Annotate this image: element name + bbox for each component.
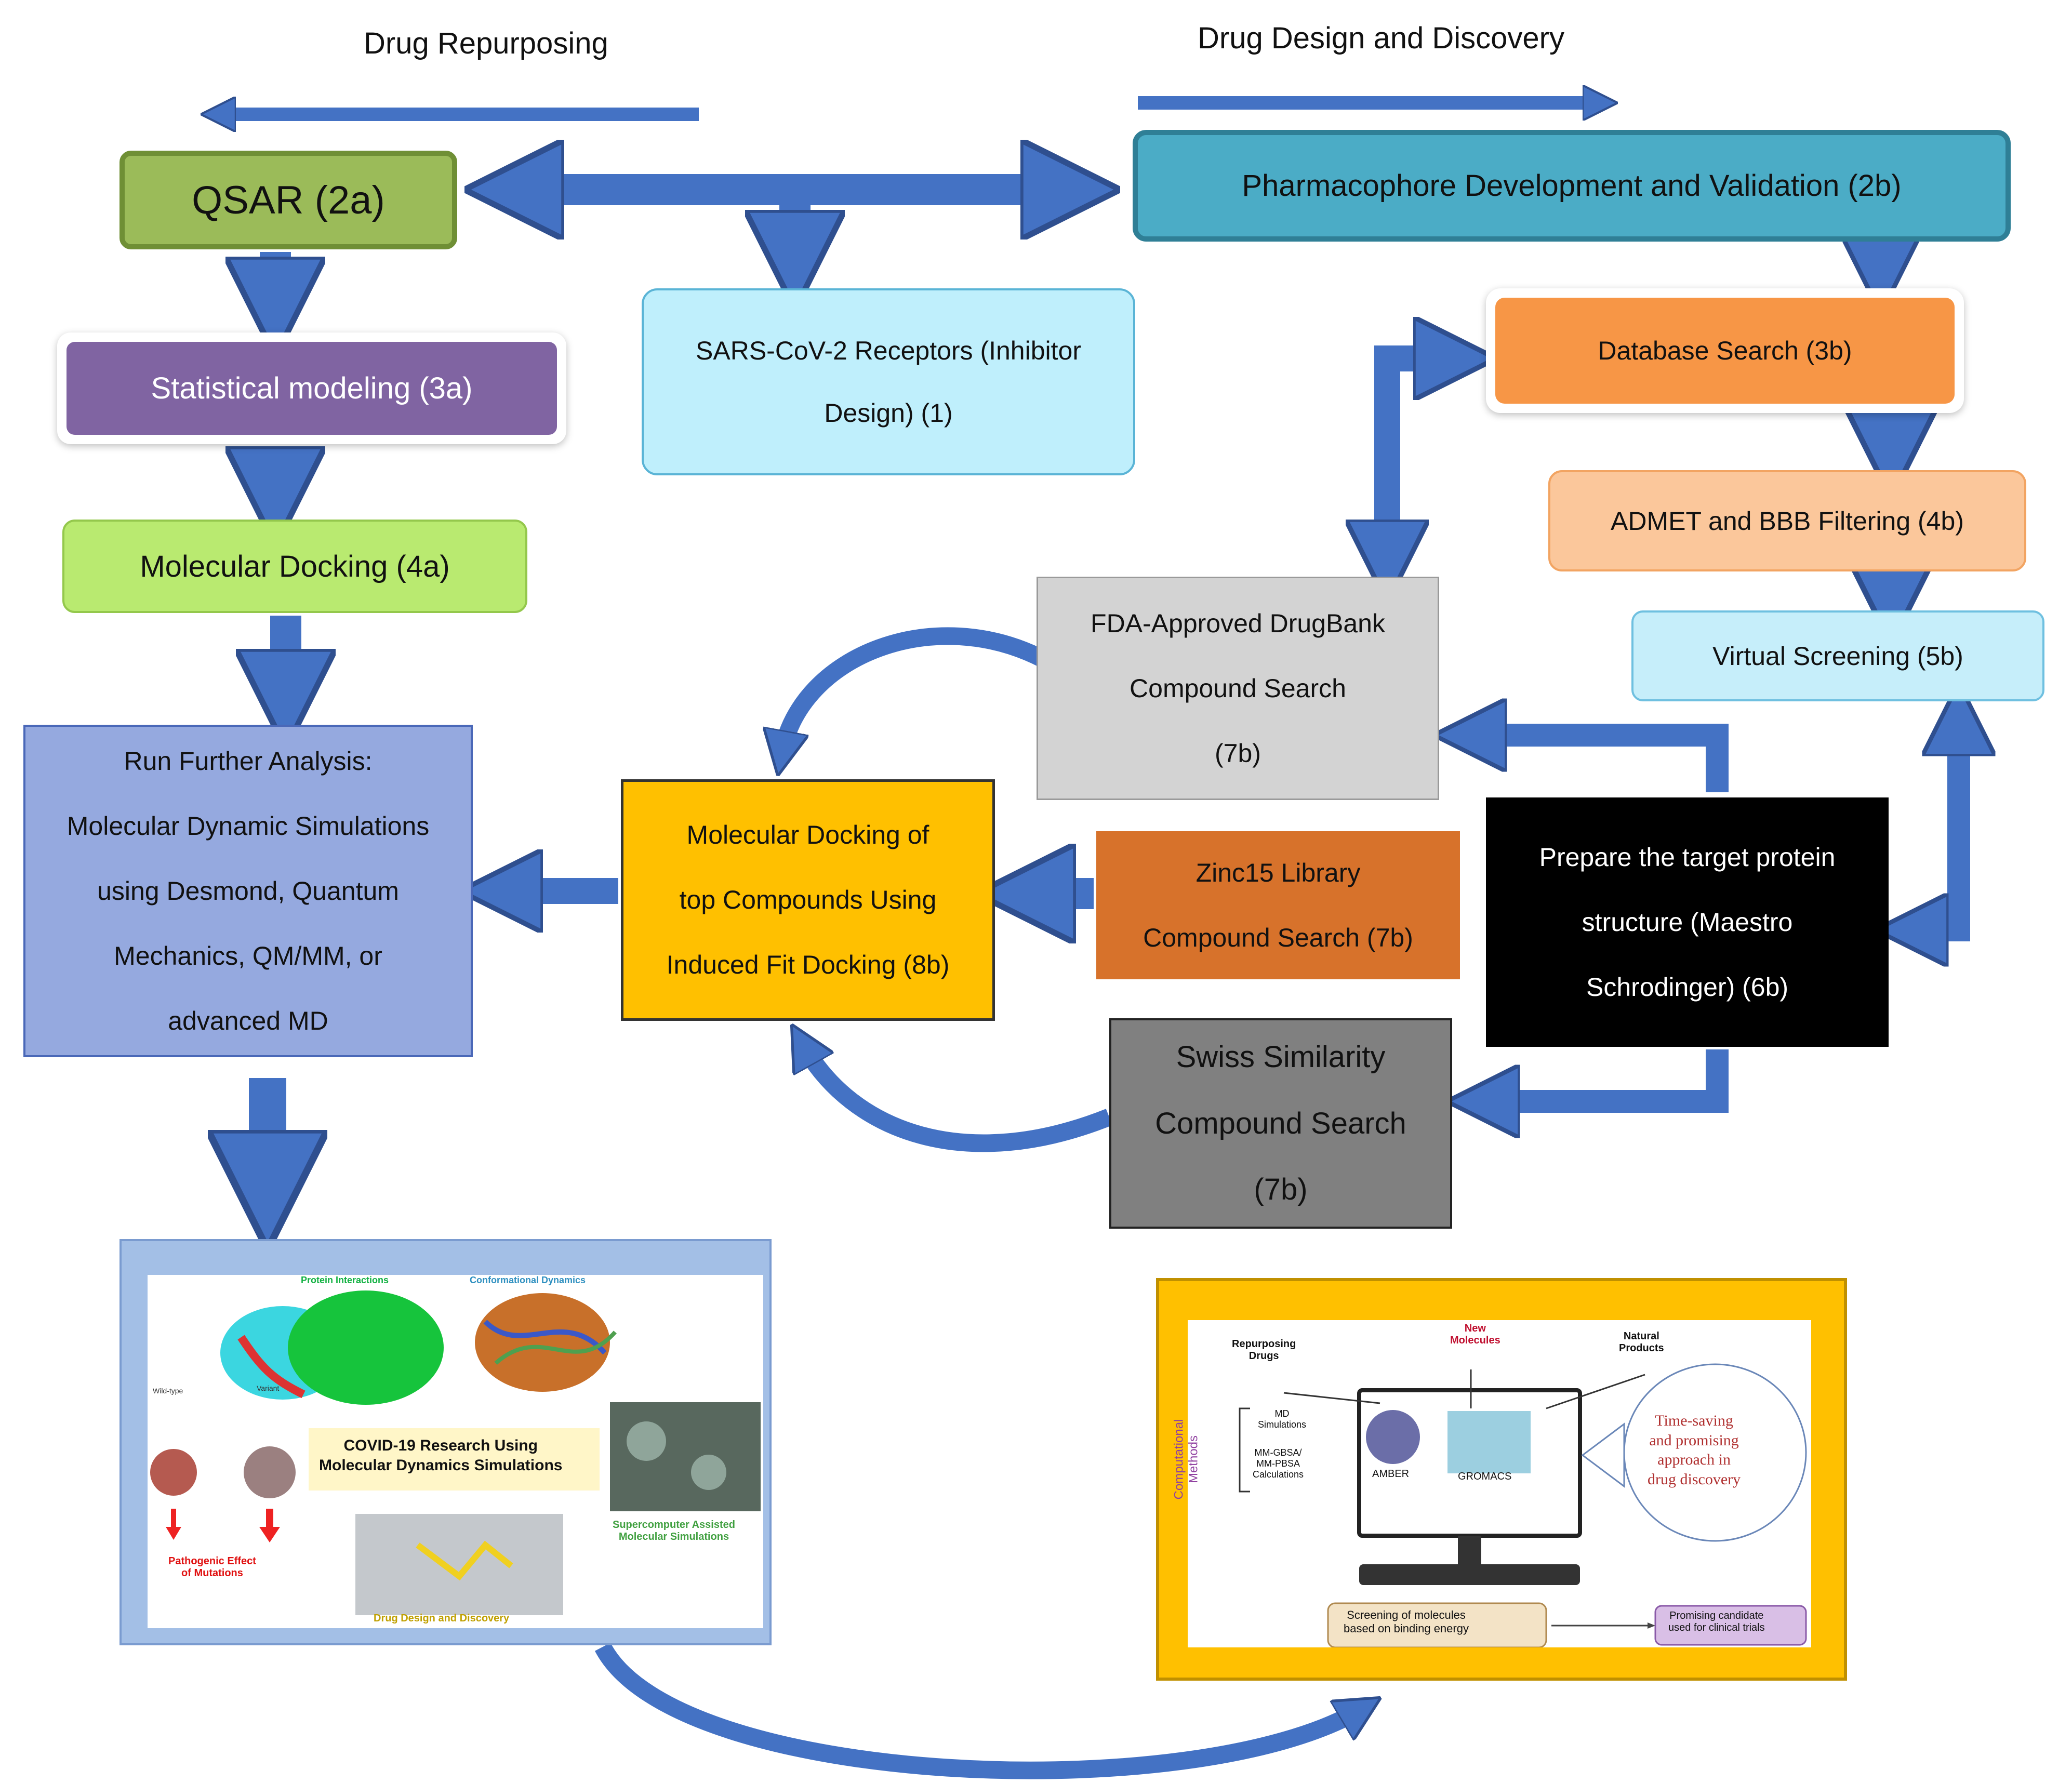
promising-candidate-label: Promising candidate used for clinical tr… xyxy=(1668,1610,1765,1633)
supercomputer-image xyxy=(610,1402,761,1511)
arrow-figures-curve xyxy=(594,1642,1361,1779)
screening-label: Screening of molecules based on binding … xyxy=(1344,1608,1469,1635)
qsar-box: QSAR (2a) xyxy=(119,151,457,249)
variant-label: Variant xyxy=(257,1384,280,1392)
promising-box xyxy=(1654,1605,1807,1646)
run-further-box: Run Further Analysis: Molecular Dynamic … xyxy=(23,725,473,1057)
header-drug-repurposing: Drug Repurposing xyxy=(364,26,608,60)
arrow-prepare-swiss xyxy=(1483,1049,1729,1101)
arrow-virtual-prepare xyxy=(1912,727,1970,930)
natural-products-label: Natural Products xyxy=(1619,1330,1664,1354)
drug-design-label: Drug Design and Discovery xyxy=(374,1613,510,1624)
virus-variant-icon xyxy=(244,1446,296,1542)
statistical-box: Statistical modeling (3a) xyxy=(57,332,566,444)
admet-box: ADMET and BBB Filtering (4b) xyxy=(1548,470,2026,571)
md-research-panel: Protein Interactions Conformational Dyna… xyxy=(148,1275,763,1628)
arrow-swiss-docking-curve xyxy=(803,1044,1113,1152)
keyboard-icon xyxy=(1359,1564,1580,1585)
arrow-prepare-fda xyxy=(1470,735,1729,792)
amber-label: AMBER xyxy=(1372,1468,1410,1480)
conformational-dynamics-label: Conformational Dynamics xyxy=(470,1275,586,1285)
run-further-label: Run Further Analysis: Molecular Dynamic … xyxy=(67,746,430,1035)
virtual-screening-label: Virtual Screening (5b) xyxy=(1712,641,1963,671)
database-box: Database Search (3b) xyxy=(1486,288,1964,413)
computational-methods-panel: Repurposing Drugs New Molecules Natural … xyxy=(1172,1320,1811,1647)
md-research-illustration xyxy=(150,1290,761,1615)
arrow-fda-database xyxy=(1374,358,1455,545)
supercomputer-label: Supercomputer Assisted Molecular Simulat… xyxy=(613,1519,735,1542)
docking-4a-box: Molecular Docking (4a) xyxy=(62,520,527,613)
arrow-fda-docking-curve xyxy=(782,627,1048,753)
new-molecules-label: New Molecules xyxy=(1450,1323,1500,1346)
protein-interactions-label: Protein Interactions xyxy=(301,1275,389,1285)
pathogenic-effect-label: Pathogenic Effect of Mutations xyxy=(168,1555,256,1579)
prepare-protein-box: Prepare the target protein structure (Ma… xyxy=(1486,797,1889,1047)
docking-8b-label: Molecular Docking of top Compounds Using… xyxy=(666,820,950,979)
docking-8b-box: Molecular Docking of top Compounds Using… xyxy=(621,779,995,1021)
qsar-label: QSAR (2a) xyxy=(192,178,385,222)
computational-methods-figure: Repurposing Drugs New Molecules Natural … xyxy=(1156,1278,1847,1681)
gromacs-image xyxy=(1447,1411,1531,1473)
statistical-label: Statistical modeling (3a) xyxy=(151,371,473,405)
swiss-box: Swiss Similarity Compound Search (7b) xyxy=(1109,1018,1452,1229)
repurposing-drugs-label: Repurposing Drugs xyxy=(1232,1338,1296,1362)
computational-methods-label: Computational Methods xyxy=(1172,1419,1201,1500)
drug-design-image xyxy=(355,1514,563,1615)
time-saving-text: Time-saving and promising approach in dr… xyxy=(1648,1412,1741,1488)
zinc-box: Zinc15 Library Compound Search (7b) xyxy=(1096,831,1460,979)
virus-wildtype-icon xyxy=(150,1449,197,1540)
protein-interaction-graphic xyxy=(220,1290,444,1405)
screening-box xyxy=(1327,1602,1547,1647)
swiss-label: Swiss Similarity Compound Search (7b) xyxy=(1155,1040,1406,1207)
prepare-protein-label: Prepare the target protein structure (Ma… xyxy=(1539,842,1836,1002)
admet-label: ADMET and BBB Filtering (4b) xyxy=(1611,506,1964,536)
gromacs-label: GROMACS xyxy=(1458,1471,1512,1482)
fda-box: FDA-Approved DrugBank Compound Search (7… xyxy=(1037,577,1439,800)
sars-label: SARS-CoV-2 Receptors (Inhibitor Design) … xyxy=(696,336,1081,428)
sars-box: SARS-CoV-2 Receptors (Inhibitor Design) … xyxy=(642,288,1135,475)
md-research-figure: Protein Interactions Conformational Dyna… xyxy=(119,1239,772,1645)
database-label: Database Search (3b) xyxy=(1598,336,1852,365)
computational-methods-illustration xyxy=(1239,1363,1807,1647)
docking-4a-label: Molecular Docking (4a) xyxy=(140,549,450,583)
conformational-dynamics-graphic xyxy=(475,1293,617,1392)
mmgbsa-label: MM-GBSA/ MM-PBSA Calculations xyxy=(1253,1447,1304,1480)
header-drug-design: Drug Design and Discovery xyxy=(1198,21,1564,55)
zinc-label: Zinc15 Library Compound Search (7b) xyxy=(1143,858,1413,952)
fda-label: FDA-Approved DrugBank Compound Search (7… xyxy=(1091,608,1385,768)
pharmacophore-box: Pharmacophore Development and Validation… xyxy=(1133,130,2011,242)
virus-icon xyxy=(1366,1410,1420,1464)
md-simulations-label: MD Simulations xyxy=(1258,1408,1307,1430)
wild-type-label: Wild-type xyxy=(153,1387,183,1395)
virtual-screening-box: Virtual Screening (5b) xyxy=(1631,610,2044,701)
title-banner xyxy=(309,1428,600,1491)
md-research-title: COVID-19 Research Using Molecular Dynami… xyxy=(319,1437,563,1474)
pharmacophore-label: Pharmacophore Development and Validation… xyxy=(1242,169,1902,203)
